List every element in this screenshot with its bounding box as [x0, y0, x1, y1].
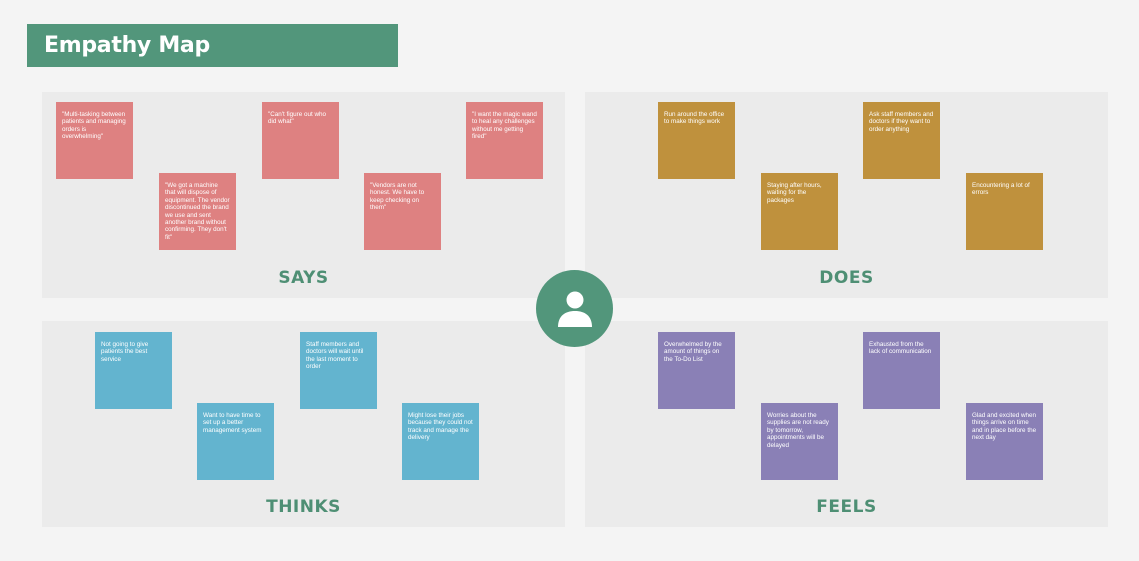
sticky-note[interactable]: "Can't figure out who did what": [262, 102, 339, 179]
feels-label: FEELS: [816, 497, 877, 517]
sticky-note[interactable]: "We got a machine that will dispose of e…: [159, 173, 236, 250]
sticky-note[interactable]: Worries about the supplies are not ready…: [761, 403, 838, 480]
sticky-note[interactable]: Not going to give patients the best serv…: [95, 332, 172, 409]
sticky-note[interactable]: Staff members and doctors will wait unti…: [300, 332, 377, 409]
thinks-quadrant: Not going to give patients the best serv…: [42, 321, 565, 527]
user-avatar-circle: [536, 270, 613, 347]
sticky-note[interactable]: Run around the office to make things wor…: [658, 102, 735, 179]
says-quadrant: "Multi-tasking between patients and mana…: [42, 92, 565, 298]
sticky-note[interactable]: Want to have time to set up a better man…: [197, 403, 274, 480]
sticky-note[interactable]: "Multi-tasking between patients and mana…: [56, 102, 133, 179]
sticky-note[interactable]: Exhausted from the lack of communication: [863, 332, 940, 409]
feels-quadrant: Overwhelmed by the amount of things on t…: [585, 321, 1108, 527]
sticky-note[interactable]: "Vendors are not honest. We have to keep…: [364, 173, 441, 250]
user-icon: [557, 291, 592, 327]
title-banner: Empathy Map: [27, 24, 398, 67]
sticky-note[interactable]: Glad and excited when things arrive on t…: [966, 403, 1043, 480]
sticky-note[interactable]: Ask staff members and doctors if they wa…: [863, 102, 940, 179]
sticky-note[interactable]: Overwhelmed by the amount of things on t…: [658, 332, 735, 409]
does-quadrant: Run around the office to make things wor…: [585, 92, 1108, 298]
thinks-label: THINKS: [266, 497, 341, 517]
sticky-note[interactable]: Might lose their jobs because they could…: [402, 403, 479, 480]
says-label: SAYS: [278, 268, 329, 288]
sticky-note[interactable]: Encountering a lot of errors: [966, 173, 1043, 250]
sticky-note[interactable]: Staying after hours, waiting for the pac…: [761, 173, 838, 250]
sticky-note[interactable]: "I want the magic wand to heal any chall…: [466, 102, 543, 179]
does-label: DOES: [819, 268, 874, 288]
page-title: Empathy Map: [44, 33, 210, 58]
